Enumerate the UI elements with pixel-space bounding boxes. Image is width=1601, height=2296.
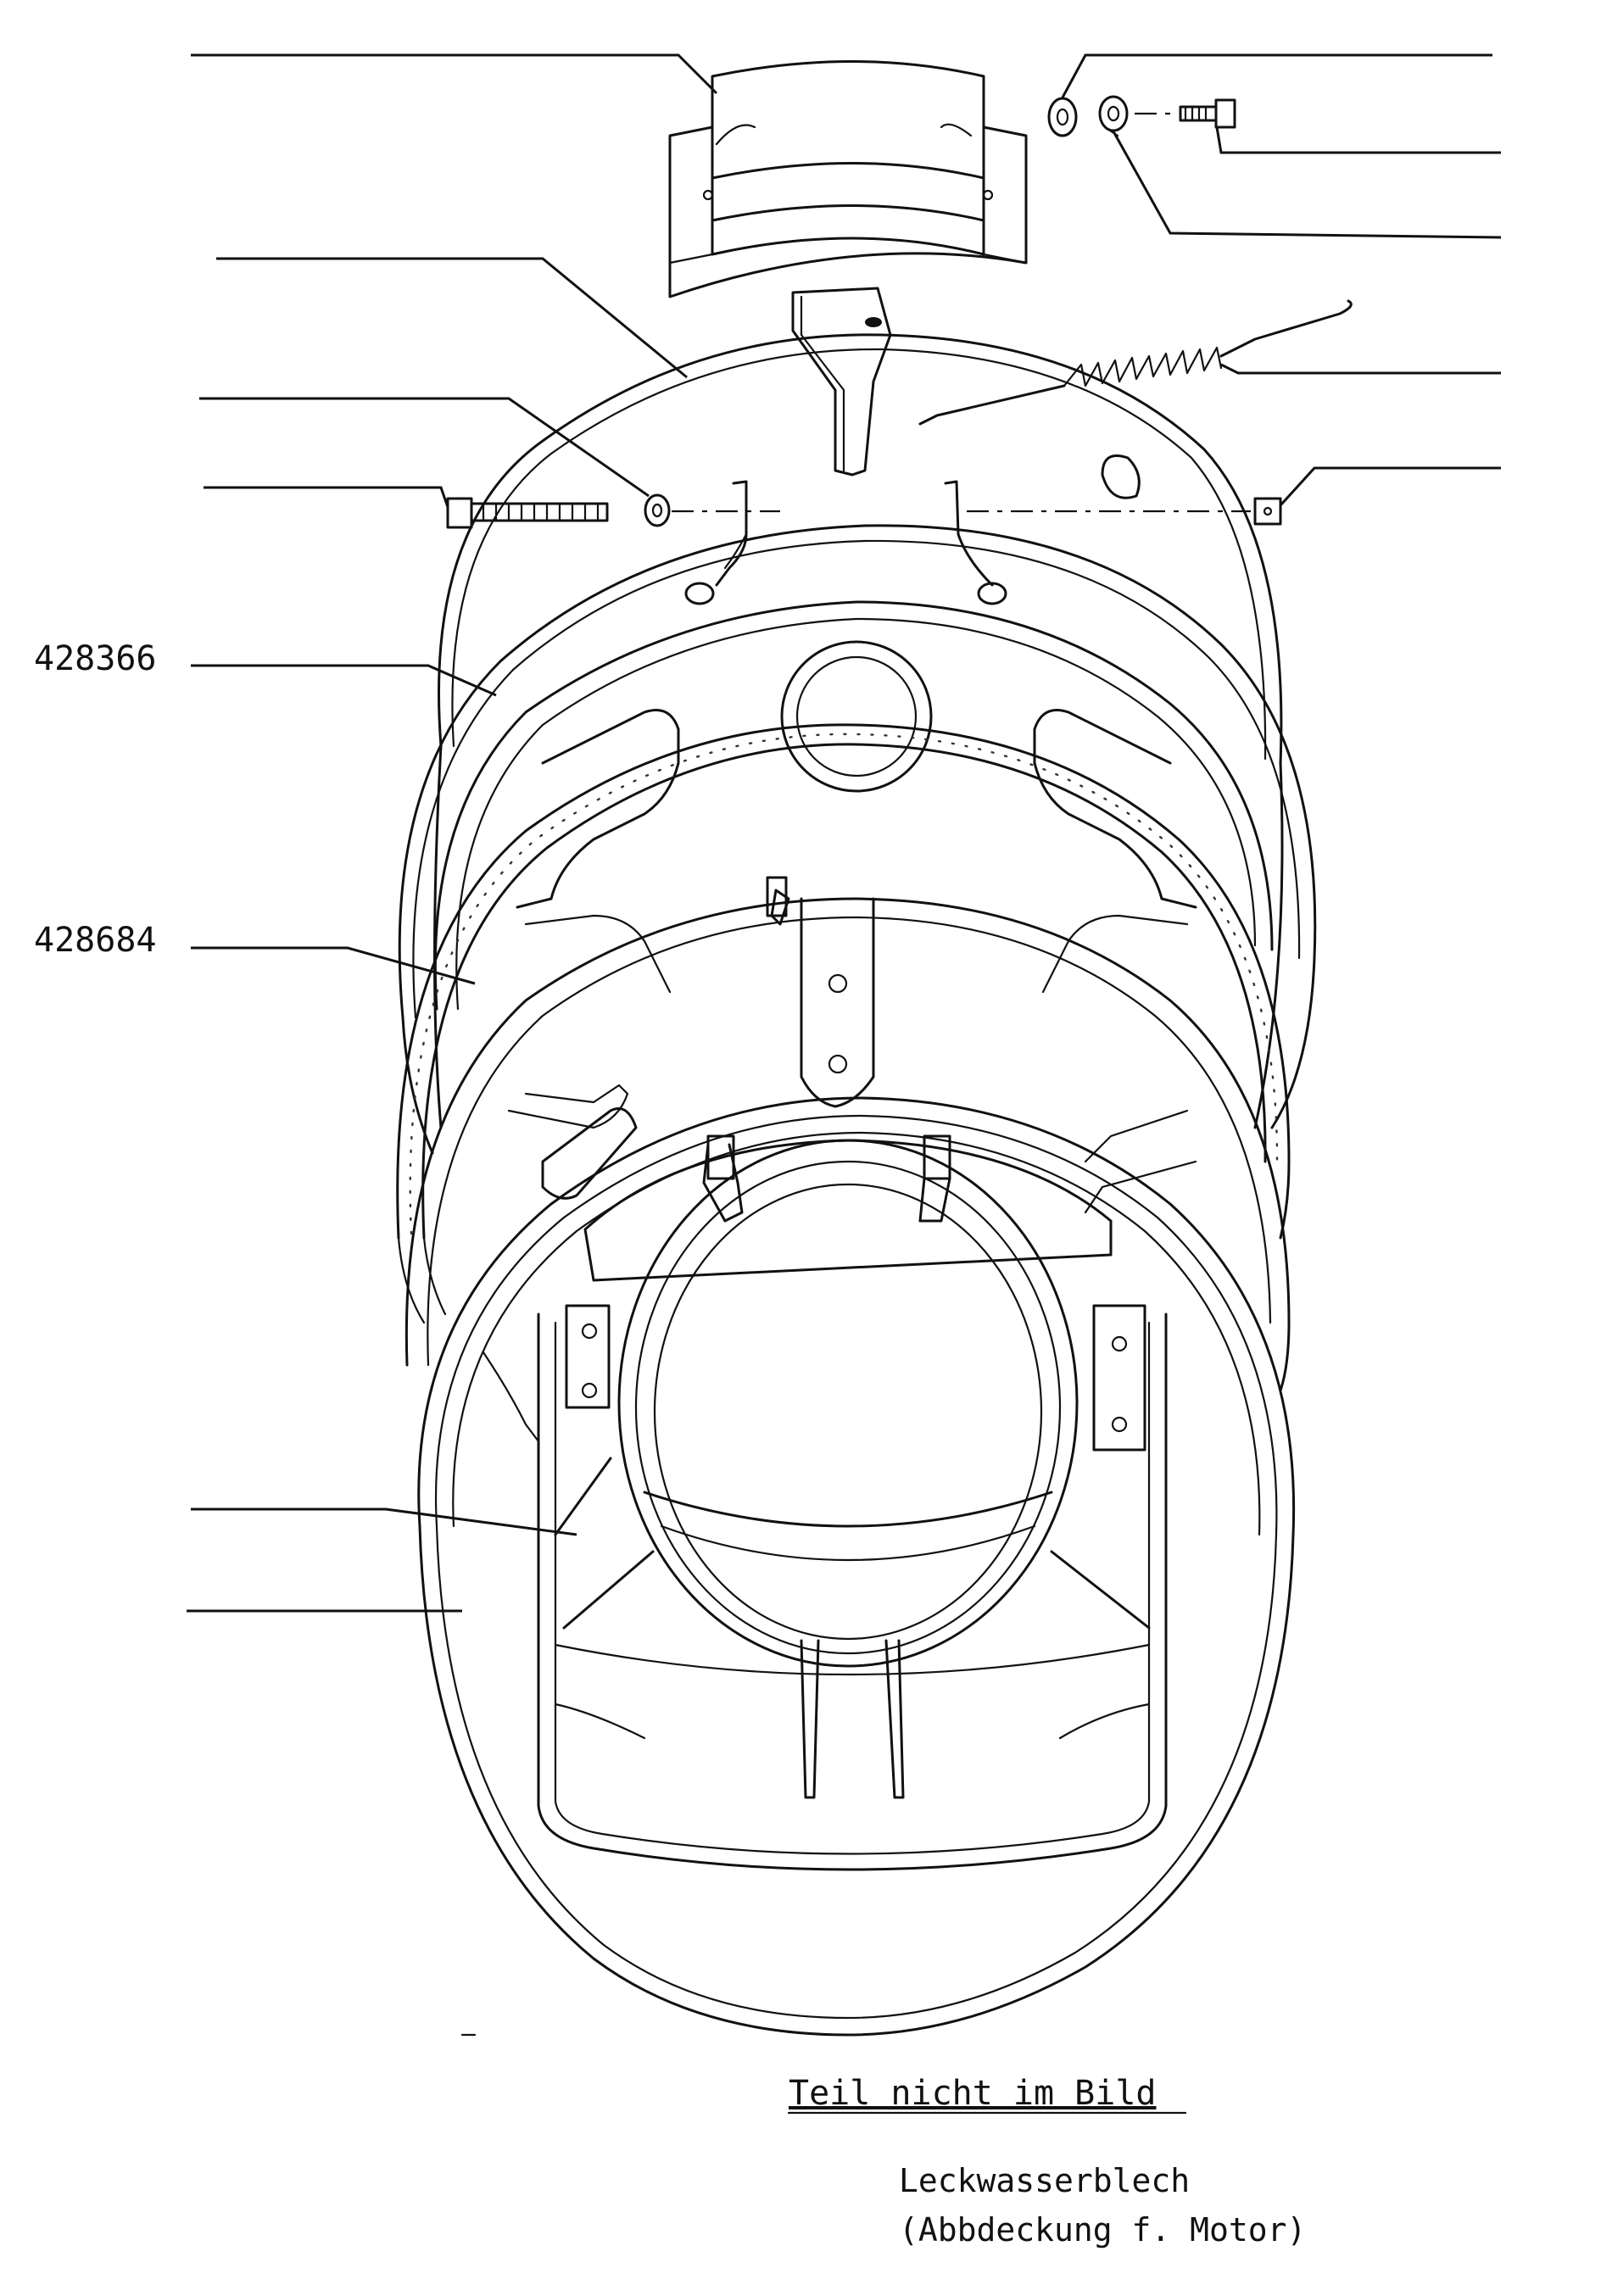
ring-428366 bbox=[398, 524, 1317, 1155]
spoke-frame bbox=[433, 600, 1274, 1011]
rear-housing-plate bbox=[433, 333, 1284, 1129]
door-inner-frame bbox=[404, 876, 1291, 1392]
leader-lines bbox=[187, 53, 1502, 1613]
screw-top bbox=[1179, 98, 1236, 129]
mount-lug-left bbox=[715, 480, 748, 587]
note-line-1: Leckwasserblech bbox=[899, 2162, 1190, 2199]
tension-spring bbox=[918, 299, 1353, 426]
note-heading: Teil nicht im Bild bbox=[789, 2074, 1156, 2113]
lock-washer-top bbox=[1098, 95, 1129, 137]
part-number-428366: 428366 bbox=[34, 639, 157, 678]
note-line-2: (Abbdeckung f. Motor) bbox=[899, 2211, 1306, 2249]
top-hinge-bracket bbox=[668, 60, 1028, 298]
hinge-tongue bbox=[791, 287, 892, 476]
screw-left bbox=[446, 497, 609, 529]
gasket-428684 bbox=[396, 723, 1291, 1324]
door-front-ring bbox=[417, 1096, 1296, 2037]
washer-top bbox=[1047, 97, 1078, 137]
door-glass-frame bbox=[537, 1134, 1168, 1871]
mount-lug-right bbox=[944, 480, 994, 587]
square-nut bbox=[1253, 497, 1282, 526]
part-number-428684: 428684 bbox=[34, 921, 157, 960]
washer-left bbox=[644, 493, 671, 527]
